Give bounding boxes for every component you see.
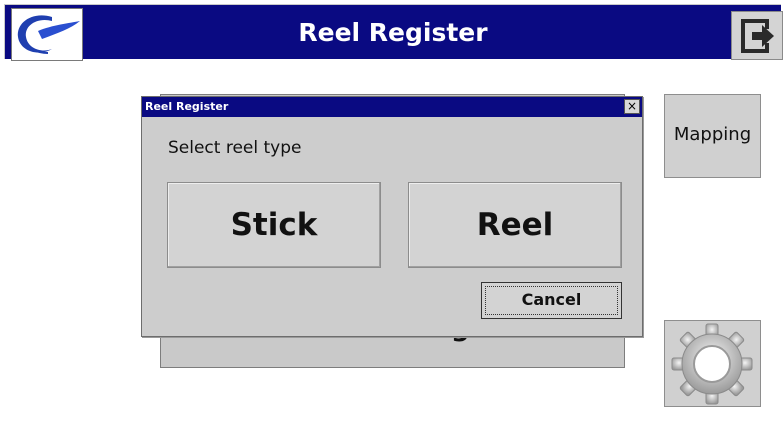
- exit-button[interactable]: [731, 11, 783, 60]
- logo-graphic: [17, 15, 80, 54]
- app-header: Reel Register: [4, 4, 783, 61]
- cancel-button[interactable]: Cancel: [481, 282, 622, 319]
- gear-icon: [671, 323, 753, 405]
- dialog-title: Reel Register: [145, 100, 229, 113]
- reel-button[interactable]: Reel: [408, 182, 622, 268]
- mapping-button-label: Mapping: [673, 124, 752, 145]
- company-logo: [11, 8, 83, 61]
- page-title: Reel Register: [298, 18, 488, 47]
- settings-button[interactable]: [664, 320, 761, 407]
- dialog-close-button[interactable]: ×: [624, 99, 640, 114]
- dialog-titlebar[interactable]: Reel Register ×: [142, 97, 642, 117]
- exit-icon: [741, 19, 774, 53]
- stick-button[interactable]: Stick: [167, 182, 381, 268]
- reel-type-dialog: Reel Register × Select reel type Stick R…: [141, 96, 643, 337]
- mapping-button[interactable]: Mapping: [664, 94, 761, 178]
- dialog-prompt: Select reel type: [168, 138, 302, 158]
